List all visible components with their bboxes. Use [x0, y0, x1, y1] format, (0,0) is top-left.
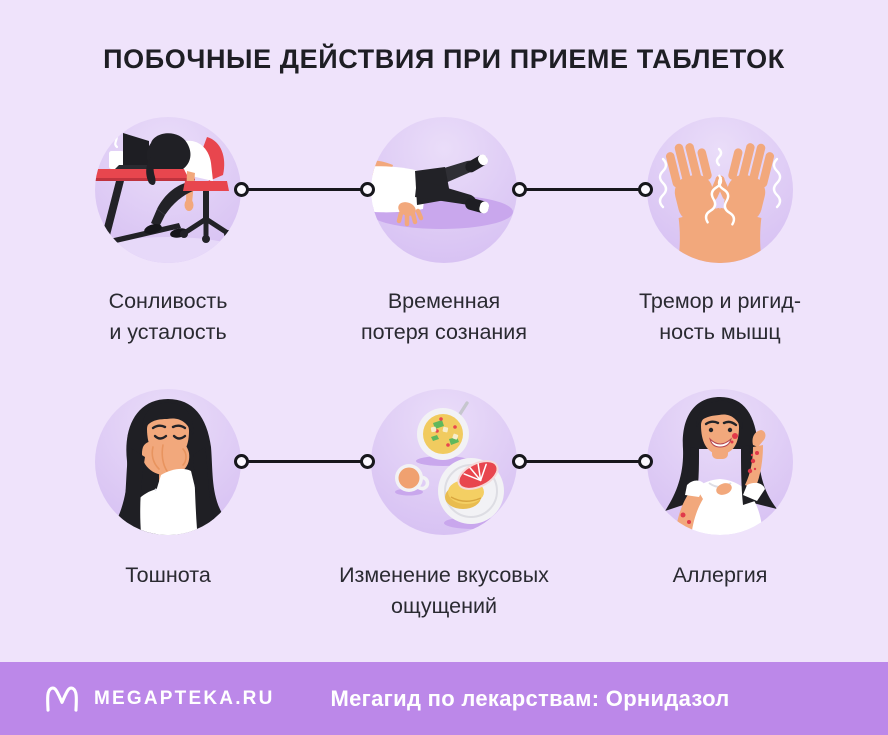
connector-node: [360, 454, 375, 469]
connector-node: [360, 182, 375, 197]
connector-row2-left: [234, 454, 375, 469]
connector-node: [638, 454, 653, 469]
connector-node: [512, 182, 527, 197]
person-lying-unconscious-icon: [371, 117, 517, 263]
fainting-card: [371, 117, 517, 263]
connector-node: [234, 182, 249, 197]
taste-change-label: Изменение вкусовых ощущений: [339, 563, 549, 618]
person-sleeping-at-desk-icon: [95, 117, 241, 263]
tremor-label: Тремор и ригид- ность мышц: [638, 289, 802, 344]
connector-node: [638, 182, 653, 197]
connector-line: [519, 460, 646, 463]
allergy-label: Аллергия: [672, 563, 768, 587]
connector-row1-right: [512, 182, 653, 197]
fainting-label: Временная потеря сознания: [361, 289, 527, 344]
drowsiness-label: Сонливость и усталость: [108, 289, 228, 344]
footer-band: MEGAPTEKA.RU Мегагид по лекарствам: Орни…: [0, 662, 888, 735]
connector-node: [234, 454, 249, 469]
trembling-hands-icon: [647, 117, 793, 263]
woman-with-rash-icon: [647, 389, 793, 535]
connector-line: [241, 460, 368, 463]
tremor-card: [647, 117, 793, 263]
connector-line: [519, 188, 646, 191]
allergy-card: [647, 389, 793, 535]
footer-caption: Мегагид по лекарствам: Орнидазол: [330, 685, 730, 711]
connector-row2-right: [512, 454, 653, 469]
nausea-label: Тошнота: [125, 563, 211, 587]
page-title: ПОБОЧНЫЕ ДЕЙСТВИЯ ПРИ ПРИЕМЕ ТАБЛЕТОК: [103, 44, 785, 74]
connector-line: [241, 188, 368, 191]
drowsiness-card: [95, 117, 241, 263]
connector-row1-left: [234, 182, 375, 197]
connector-node: [512, 454, 527, 469]
food-dishes-icon: [371, 389, 517, 535]
woman-covering-mouth-icon: [95, 389, 241, 535]
taste-change-card: [371, 389, 517, 535]
megapteka-m-logo-icon: [46, 686, 78, 712]
footer-brand: MEGAPTEKA.RU: [94, 687, 275, 709]
nausea-card: [95, 389, 241, 535]
